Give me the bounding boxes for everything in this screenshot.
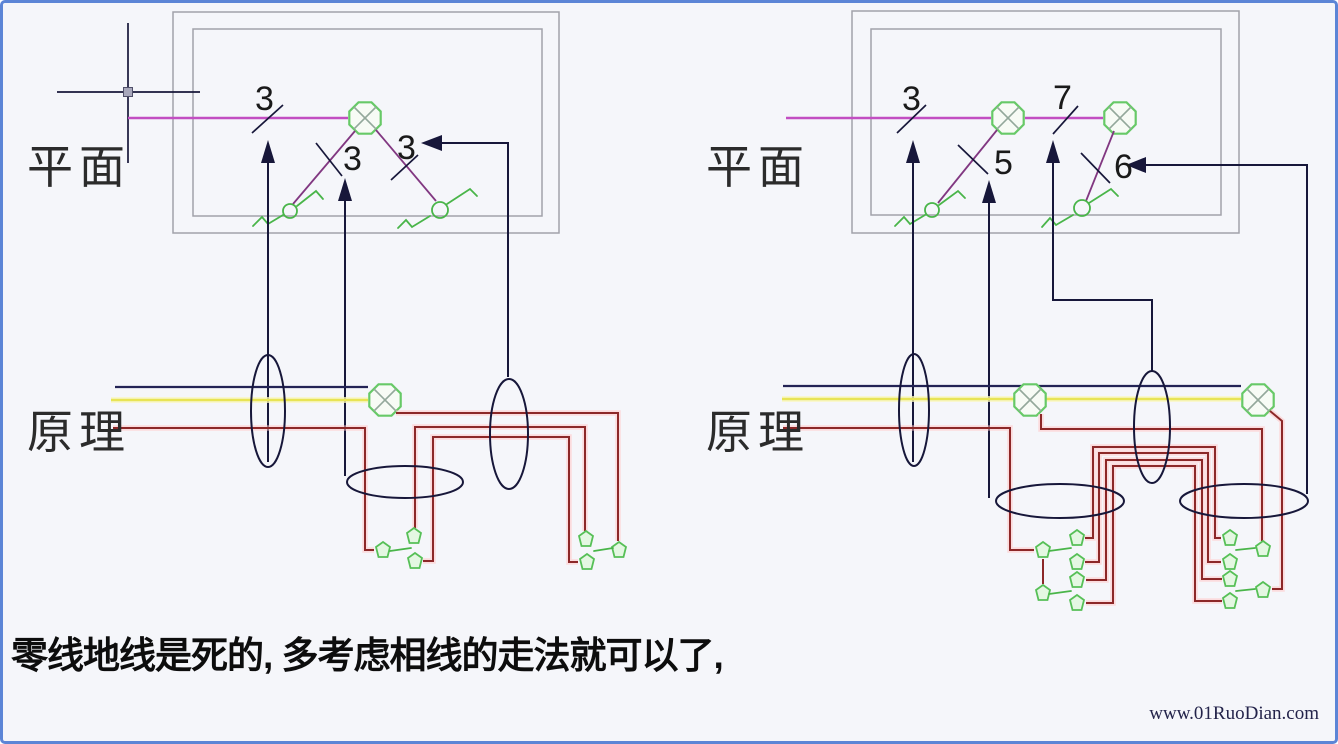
switch-leg-wire [1085, 130, 1115, 202]
lamp-return-wire [1040, 414, 1263, 541]
wire-count-label: 3 [397, 129, 416, 167]
conduit-ellipse [250, 354, 286, 468]
wire-count-hash [315, 142, 343, 177]
conduit-ellipse [898, 353, 930, 467]
cad-crosshair-cursor [57, 23, 200, 163]
switch-leg-wire [292, 130, 356, 205]
pointer-arrow-up [261, 140, 275, 462]
wire-count-label: 7 [1053, 79, 1072, 117]
wire-count-hash [251, 104, 284, 134]
room-inner-wall [192, 28, 543, 217]
conduit-ellipse [346, 465, 464, 499]
pointer-arrow-up [338, 178, 352, 476]
two-way-switch-icon [252, 189, 324, 227]
conduit-ellipse [489, 378, 529, 490]
wire-count-label: 3 [343, 140, 362, 178]
conduit-ellipse [995, 483, 1125, 519]
wire-count-label: 6 [1114, 148, 1133, 186]
lamp-icon [348, 101, 382, 135]
lamp-icon [991, 101, 1025, 135]
wiring-diagram-canvas [57, 10, 1309, 611]
lamp-return-wire [396, 412, 619, 541]
traveler-wire [1086, 459, 1222, 581]
traveler-wire [1085, 452, 1221, 563]
lamp-return-wire [1269, 410, 1283, 590]
watermark-text: www.01RuoDian.com [1149, 703, 1319, 724]
room-outer-wall [851, 10, 1240, 234]
two-way-switch-symbol [1035, 571, 1085, 611]
two-way-switch-symbol [1222, 570, 1271, 609]
traveler-wire [414, 426, 586, 531]
pointer-arrow-left [421, 135, 509, 377]
lamp-icon [1103, 101, 1137, 135]
live-wire-feed [113, 427, 374, 551]
wire-count-hash [896, 104, 927, 134]
wire-count-label: 5 [994, 144, 1013, 182]
principle-view-label: 原理 [27, 406, 131, 458]
traveler-wire [1086, 465, 1222, 604]
caption-text: 零线地线是死的, 多考虑相线的走法就可以了, [11, 635, 724, 676]
wire-count-label: 3 [902, 80, 921, 118]
plan-view-label: 平面 [706, 141, 810, 193]
two-way-switch-symbol [578, 530, 627, 570]
wire-count-label: 3 [255, 80, 274, 118]
lamp-icon [368, 383, 402, 417]
grip-square-icon [123, 87, 133, 97]
traveler-wire [423, 436, 578, 563]
conduit-ellipse [1133, 370, 1171, 484]
plan-view-label: 平面 [27, 141, 131, 193]
traveler-wire [1085, 446, 1221, 539]
right-plan-view [786, 10, 1308, 498]
left-plan-view [57, 11, 560, 476]
wire-count-hash [1080, 152, 1111, 184]
pointer-arrow-left [1126, 157, 1308, 494]
wire-count-hash [957, 144, 989, 175]
room-inner-wall [870, 28, 1222, 216]
room-outer-wall [172, 11, 560, 234]
wire-count-hash [1052, 105, 1079, 135]
two-way-switch-symbol [375, 527, 423, 569]
pointer-arrow-up [906, 140, 920, 462]
wire-count-hash [390, 154, 419, 181]
lamp-icon [1241, 383, 1275, 417]
two-way-switch-icon [397, 187, 478, 229]
pointer-arrow-up [982, 180, 996, 498]
pointer-arrow-up [1046, 140, 1153, 371]
two-way-switch-symbol [1035, 529, 1085, 570]
principle-view-label: 原理 [706, 406, 810, 458]
lamp-icon [1013, 383, 1047, 417]
live-wire-feed [783, 427, 1034, 551]
switch-leg-wire [937, 129, 998, 204]
left-principle-view [111, 354, 627, 570]
two-way-switch-icon [894, 189, 966, 227]
two-way-switch-symbol [1222, 529, 1271, 570]
right-principle-view [782, 353, 1309, 611]
conduit-ellipse [1179, 483, 1309, 519]
